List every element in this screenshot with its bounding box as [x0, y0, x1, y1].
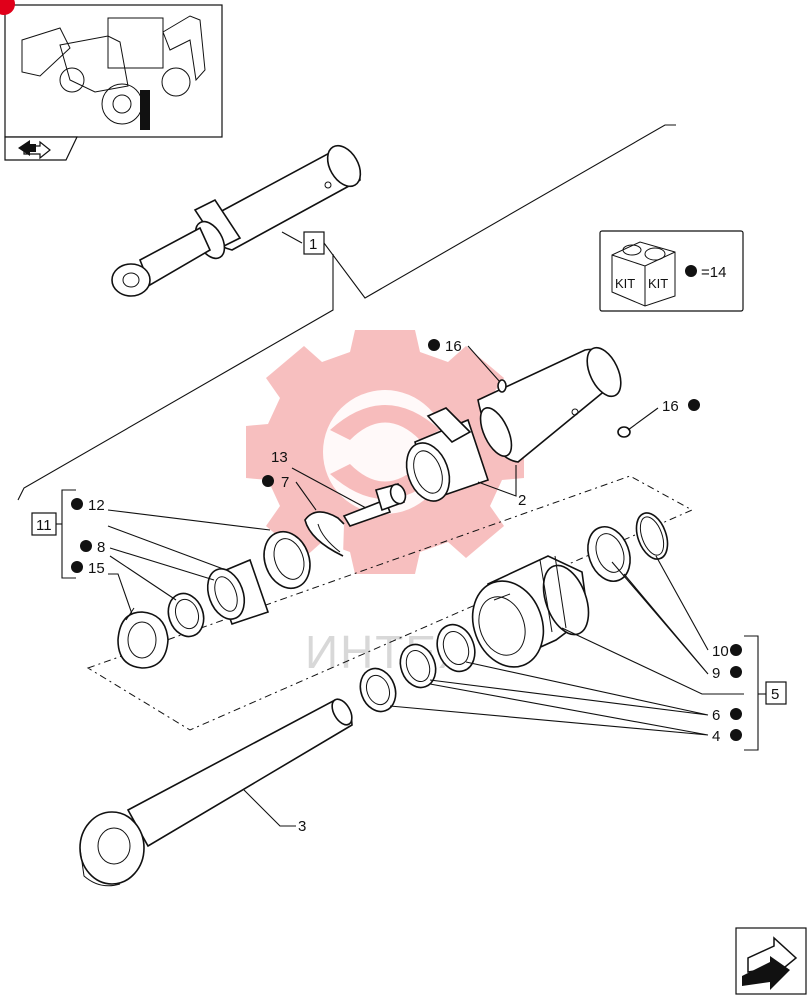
callout-16-top[interactable]: 16 — [445, 338, 462, 355]
kit-bullet — [685, 265, 697, 277]
bullet-7 — [262, 475, 274, 487]
bolt-13[interactable] — [342, 482, 408, 527]
backhoe-loader-icon — [21, 15, 206, 130]
split-ring-15[interactable] — [117, 607, 169, 669]
kit-label-right: KIT — [648, 276, 668, 291]
leader-7 — [295, 481, 317, 511]
callout-4[interactable]: 4 — [712, 728, 720, 745]
bullet-16-right — [688, 399, 700, 411]
leader-5-piston — [561, 627, 744, 695]
seal-4[interactable] — [395, 640, 442, 693]
callout-16-right[interactable]: 16 — [662, 398, 679, 415]
bullet-4 — [730, 729, 742, 741]
callout-7[interactable]: 7 — [281, 474, 289, 491]
leader-3 — [243, 789, 296, 827]
kit-label-left: KIT — [615, 276, 635, 291]
bullet-16-top — [428, 339, 440, 351]
kit-legend: KIT KIT =14 — [599, 230, 744, 312]
wiper-ring[interactable] — [163, 589, 210, 642]
seal-ring[interactable] — [355, 664, 402, 717]
bullet-12 — [71, 498, 83, 510]
leader-10 — [655, 555, 709, 651]
leader-4 — [389, 683, 709, 736]
machine-thumbnail[interactable] — [0, 0, 223, 138]
o-ring-16-top[interactable] — [497, 379, 507, 393]
assembled-cylinder[interactable] — [111, 140, 367, 297]
piston-rod-3[interactable] — [79, 696, 356, 887]
cylinder-barrel-part[interactable] — [399, 343, 628, 508]
bracket-11 — [61, 489, 76, 579]
callout-6[interactable]: 6 — [712, 707, 720, 724]
leader-16-top — [467, 345, 501, 383]
piston-guide-8[interactable] — [201, 558, 270, 626]
leader-12 — [107, 509, 271, 531]
next-page-arrow-icon — [742, 936, 798, 990]
bullet-9 — [730, 666, 742, 678]
bullet-6 — [730, 708, 742, 720]
callout-13[interactable]: 13 — [271, 449, 288, 466]
leader-6 — [429, 661, 709, 716]
leader-16-right — [627, 407, 659, 431]
callout-15[interactable]: 15 — [88, 560, 105, 577]
leader-9 — [611, 561, 709, 675]
piston-5[interactable] — [461, 555, 597, 677]
retaining-ring-7[interactable] — [304, 511, 345, 557]
kit-quantity: =14 — [701, 264, 726, 281]
callout-9[interactable]: 9 — [712, 665, 720, 682]
callout-3[interactable]: 3 — [298, 818, 306, 835]
previous-page-tab[interactable] — [4, 136, 78, 161]
assembly-frame-line-left — [17, 254, 334, 501]
bullet-10 — [730, 644, 742, 656]
seal-12[interactable] — [256, 525, 317, 595]
kit-box-icon: KIT KIT — [611, 241, 676, 307]
callout-11-label: 11 — [36, 517, 52, 534]
previous-page-arrow-icon — [18, 140, 51, 160]
o-ring-16-right[interactable] — [617, 426, 631, 438]
next-page-button[interactable] — [735, 927, 807, 995]
bullet-15 — [71, 561, 83, 573]
callout-8[interactable]: 8 — [97, 539, 105, 556]
assembly-frame-line — [281, 124, 676, 299]
callout-10[interactable]: 10 — [712, 643, 729, 660]
backup-ring-9[interactable] — [581, 521, 638, 587]
callout-5[interactable]: 5 — [765, 681, 787, 705]
callout-5-label: 5 — [771, 686, 779, 703]
callout-11[interactable]: 11 — [31, 512, 57, 536]
callout-2[interactable]: 2 — [518, 492, 526, 509]
o-ring-10[interactable] — [631, 509, 674, 564]
leader-2 — [477, 465, 517, 497]
thumbnail-badge — [0, 0, 15, 15]
seal-6[interactable] — [431, 619, 481, 676]
callout-1-label: 1 — [309, 236, 317, 253]
bracket-5 — [744, 635, 759, 751]
callout-1[interactable]: 1 — [303, 231, 325, 255]
leader-12b — [107, 525, 227, 571]
leader-15 — [108, 573, 133, 615]
callout-12[interactable]: 12 — [88, 497, 105, 514]
leader-8 — [109, 547, 215, 601]
bullet-8 — [80, 540, 92, 552]
leader-13 — [291, 467, 367, 509]
